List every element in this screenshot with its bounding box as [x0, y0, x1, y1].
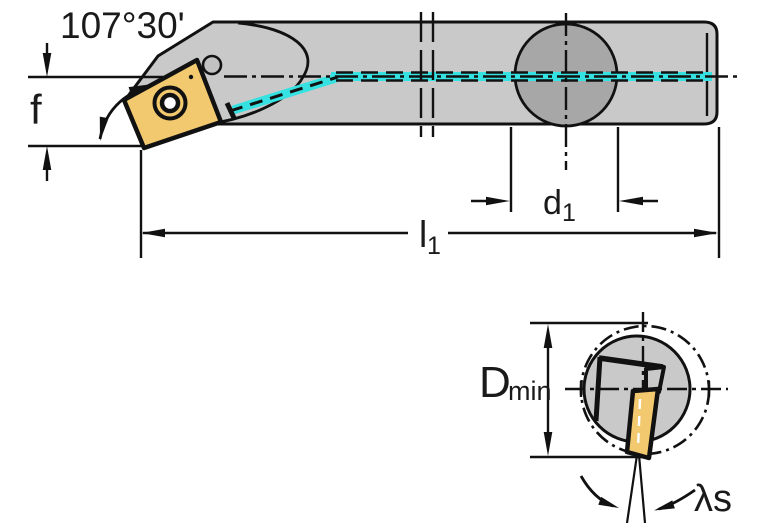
f-label: f: [30, 86, 42, 133]
dmin-label-subscript: min: [508, 376, 552, 406]
lambda-inclined-line: [625, 454, 639, 523]
pocket-left-edge: [593, 356, 603, 422]
dimension-lambda-s: λs: [579, 454, 732, 523]
dimension-f: f: [28, 43, 163, 181]
coolant-angled-hidden-line: [229, 75, 339, 113]
break-lines: [419, 12, 435, 137]
dmin-label: D: [479, 358, 511, 407]
l1-label: l: [419, 214, 427, 255]
cutting-insert: [121, 57, 224, 151]
d1-label: d: [543, 184, 562, 222]
dimension-angle: 107°30': [60, 5, 185, 141]
dimension-l1: l 1: [139, 127, 721, 260]
lambda-reference-line: [637, 454, 647, 523]
lambda-s-label: λs: [694, 478, 732, 520]
l1-label-subscript: 1: [427, 232, 441, 260]
side-view: f 107°30' d 1 l 1: [28, 5, 738, 260]
d1-arrowhead-right: [619, 196, 643, 206]
insert-screw-hole-outer: [152, 85, 188, 121]
d1-label-subscript: 1: [562, 199, 576, 227]
angle-label: 107°30': [60, 5, 185, 46]
d1-arrowhead-left: [486, 196, 510, 206]
coolant-outlet-cap: [224, 101, 237, 120]
section-view: D min λs: [479, 312, 732, 523]
l1-arrowhead-left: [141, 228, 165, 238]
insert-screw-hole-inner: [159, 92, 181, 114]
dmin-arrowhead-down: [543, 432, 553, 456]
section-insert-centerline: [636, 398, 642, 450]
f-arrowhead-up: [42, 146, 52, 170]
dimension-d1: d 1: [471, 127, 658, 227]
dmin-arrowhead-up: [543, 324, 553, 348]
insert-edge-dot: [188, 74, 194, 80]
lambda-arc-arrowhead: [598, 496, 619, 508]
angle-arrowhead-upper: [128, 84, 153, 96]
lambda-leader-arrowhead: [654, 500, 675, 511]
angle-arrowhead-lower: [99, 116, 109, 141]
pocket-top-edge: [598, 355, 664, 370]
screw-clearance-ring-icon: [201, 54, 223, 76]
insert-pocket: [593, 355, 666, 422]
l1-arrowhead-right: [694, 228, 718, 238]
f-arrowhead-down: [42, 53, 52, 77]
section-insert: [624, 386, 661, 461]
dimension-dmin: D min: [479, 321, 648, 459]
